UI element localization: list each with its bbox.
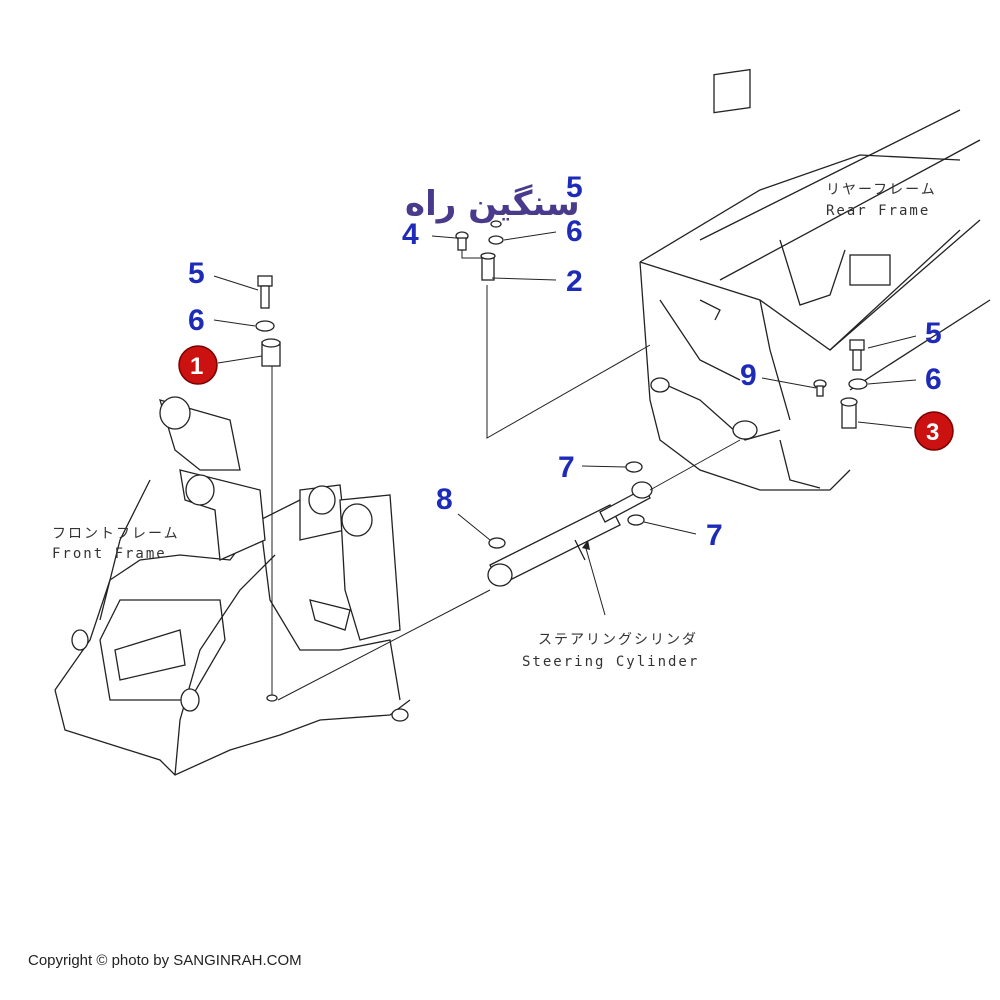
arrow-head [582,540,590,550]
callout-1: 1 [190,353,203,380]
front-frame-label-en: Front Frame [52,546,167,562]
callout-1-badge: 1 [178,345,218,385]
callout-5-top: 5 [566,171,583,204]
rear-frame-label-en: Rear Frame [826,203,930,219]
parts-group-right [813,339,868,429]
rear-frame-label-jp: リヤーフレーム [826,182,937,198]
pin-2-assembly-line [486,285,651,439]
cylinder-rear-line [649,439,741,491]
steering-cylinder-drawing [487,481,653,587]
callout-6-top: 6 [566,215,583,248]
parts-group-top [455,220,504,281]
callout-leaders [213,231,917,541]
steering-cylinder-label-en: Steering Cylinder [522,654,699,670]
rear-frame-drawing [639,68,991,491]
callout-2: 2 [566,265,583,298]
callout-8: 8 [436,483,453,516]
callout-6-right: 6 [925,363,942,396]
copyright-text: Copyright © photo by SANGINRAH.COM [28,952,302,969]
front-frame-drawing [54,396,411,776]
washer-8-icon [488,537,506,549]
steering-cylinder-label-jp: ステアリングシリンダ [538,632,698,648]
callout-7-lower: 7 [706,519,723,552]
callout-3: 3 [926,419,939,446]
watermark-logo: سنگین راه [405,184,580,224]
parts-group-mid [488,461,645,549]
steering-cylinder-leader [584,544,606,616]
bolt-5-left-icon [257,275,273,287]
washer-7-upper-icon [625,461,643,473]
washer-6-right-icon [848,378,868,390]
cylinder-front-line [277,589,491,701]
callout-5-left: 5 [188,257,205,290]
callout-3-badge: 3 [914,411,954,451]
bolt-5-right-icon [849,339,865,351]
front-frame-label-jp: フロントフレーム [52,526,180,542]
callout-7-upper: 7 [558,451,575,484]
parts-group-left [255,275,281,702]
callout-9: 9 [740,359,757,392]
washer-6-top-icon [488,235,504,245]
washer-6-left-icon [255,320,275,332]
logo-text: سنگین راه [405,184,580,224]
callout-6-left: 6 [188,304,205,337]
washer-7-lower-icon [627,514,645,526]
callout-5-right: 5 [925,317,942,350]
callout-4: 4 [402,218,419,251]
